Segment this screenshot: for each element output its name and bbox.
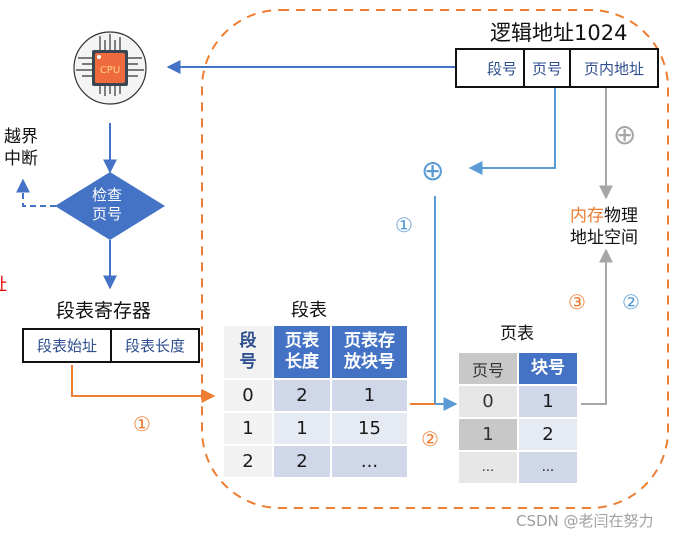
table-cell: ... <box>332 446 407 477</box>
field-segment-number: 段号 <box>486 59 517 78</box>
step-orange-3: ③ <box>568 290 586 314</box>
table-cell: 1 <box>519 386 577 417</box>
header-line: 页表 <box>285 331 319 351</box>
arrow-register-to-segtable <box>71 365 216 403</box>
segment-table-title: 段表 <box>291 300 327 321</box>
table-row: 1 1 15 <box>224 413 407 444</box>
arrow-block-to-memory <box>581 248 613 405</box>
check-page-label: 检查 页号 <box>92 186 122 224</box>
overflow-line2: 中断 <box>4 149 38 169</box>
table-row: 1 2 <box>459 419 577 450</box>
header-line: 放块号 <box>344 352 395 372</box>
check-diamond <box>55 172 165 240</box>
segment-table-start: 段表始址 <box>36 337 97 355</box>
header-line: 长度 <box>285 352 319 372</box>
segment-register-box: 段表始址 段表长度 <box>22 328 200 363</box>
segment-table: 段 号 页表 长度 页表存 放块号 0 2 1 1 1 15 2 2 ... <box>222 324 409 479</box>
segtable-header-segno: 段 号 <box>224 326 272 378</box>
watermark: CSDN @老闫在努力 <box>516 512 654 530</box>
check-line1: 检查 <box>92 186 123 204</box>
table-row: 0 1 <box>459 386 577 417</box>
table-cell: 0 <box>459 386 517 417</box>
page-table: 页号 块号 0 1 1 2 ... ... <box>457 351 579 485</box>
header-line: 号 <box>239 352 257 372</box>
table-cell: 15 <box>332 413 407 444</box>
table-cell: 0 <box>224 380 272 411</box>
step-blue-1: ① <box>395 213 413 237</box>
table-cell: 2 <box>274 380 330 411</box>
memory-highlight: 内存 <box>570 206 604 226</box>
check-line2: 页号 <box>92 205 123 223</box>
table-cell: ... <box>459 452 517 483</box>
physical-memory-label: 内存物理 地址空间 <box>570 205 638 249</box>
overflow-interrupt-label: 越界 中断 <box>4 126 38 170</box>
memory-line2: 地址空间 <box>570 228 638 248</box>
logical-address-title: 逻辑地址1024 <box>490 21 628 45</box>
field-page-number: 页号 <box>523 50 569 86</box>
cpu-label: CPU <box>100 65 120 76</box>
plus-icon-gray: ⊕ <box>613 118 637 151</box>
overflow-line1: 越界 <box>4 127 38 147</box>
logical-address-box: 段号 页号 页内地址 <box>455 48 659 88</box>
step-orange-2: ② <box>421 427 439 451</box>
cropped-red-text: 址 <box>0 270 7 295</box>
table-cell: 2 <box>224 446 272 477</box>
arrow-pageno-to-plus <box>468 86 556 175</box>
table-row: ... ... <box>459 452 577 483</box>
table-cell: 2 <box>519 419 577 450</box>
plus-icon-blue: ⊕ <box>421 154 445 187</box>
page-table-title: 页表 <box>500 324 534 344</box>
pagetable-header-pageno: 页号 <box>459 353 517 384</box>
table-cell: 1 <box>274 413 330 444</box>
step-blue-2: ② <box>622 290 640 314</box>
pagetable-header-block: 块号 <box>519 353 577 384</box>
header-line: 段 <box>239 331 257 351</box>
step-orange-1: ① <box>133 412 151 436</box>
table-cell: 1 <box>224 413 272 444</box>
header-line: 页表存 <box>344 331 395 351</box>
field-page-offset: 页内地址 <box>569 50 657 86</box>
table-row: 2 2 ... <box>224 446 407 477</box>
table-cell: ... <box>519 452 577 483</box>
segtable-header-pt-block: 页表存 放块号 <box>332 326 407 378</box>
segment-table-length: 段表长度 <box>110 330 198 361</box>
table-cell: 1 <box>459 419 517 450</box>
table-cell: 2 <box>274 446 330 477</box>
table-row: 0 2 1 <box>224 380 407 411</box>
arrow-check-to-overflow <box>16 178 56 207</box>
table-cell: 1 <box>332 380 407 411</box>
memory-line1-rest: 物理 <box>604 206 638 226</box>
segment-register-title: 段表寄存器 <box>56 300 152 322</box>
cpu-icon: CPU <box>70 28 150 108</box>
segtable-header-pt-length: 页表 长度 <box>274 326 330 378</box>
